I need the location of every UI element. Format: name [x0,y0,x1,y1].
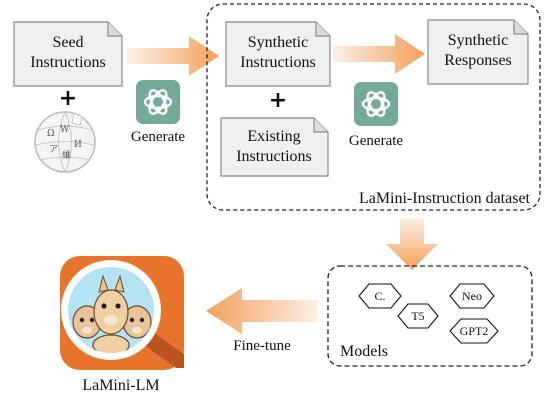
svg-text:Ω: Ω [47,129,54,139]
existing-instructions-line-1: Existing [247,128,300,145]
arrow-models-to-lamini [206,288,318,334]
seed-line-1: Seed [52,34,83,51]
synthetic-instructions-line-2: Instructions [240,54,316,71]
model-hex-neo: Neo [449,283,495,309]
existing-instructions-line-2: Instructions [236,148,312,165]
model-label-gpt2: GPT2 [460,324,489,338]
dataset-caption: LaMini-Instruction dataset [359,190,531,207]
generate-label-middle: Generate [349,133,403,149]
model-hex-gpt2: GPT2 [449,318,499,344]
seed-instructions-doc: Seed Instructions [13,21,123,87]
arrow-seed-to-synthetic [127,36,219,76]
models-region [327,265,533,367]
model-hex-t5: T5 [397,303,439,329]
lamini-lm-label: LaMini-LM [82,377,159,394]
arrow-dataset-to-models [386,218,438,270]
plus-left: + [59,86,77,111]
synthetic-instructions-line-1: Synthetic [248,34,308,51]
model-label-c: C. [374,289,385,303]
openai-logo-icon-left [136,80,180,124]
model-label-neo: Neo [462,289,482,303]
synthetic-responses-line-2: Responses [444,52,512,69]
model-label-t5: T5 [411,309,424,323]
plus-middle: + [269,88,287,113]
existing-instructions-doc: Existing Instructions [220,117,329,177]
wikipedia-globe-icon: Ω W И ア 維 [34,111,96,173]
generate-label-left: Generate [131,129,185,145]
fine-tune-label: Fine-tune [233,338,291,354]
arrow-synthetic-to-responses [333,34,425,74]
dataset-region [206,3,541,211]
synthetic-instructions-doc: Synthetic Instructions [225,21,331,87]
synthetic-responses-doc: Synthetic Responses [427,19,529,85]
svg-text:ア: ア [49,145,58,155]
lamini-alpaca-magnifier-icon [60,256,184,370]
openai-logo-icon-middle [354,82,398,126]
svg-text:維: 維 [62,149,71,161]
svg-text:W: W [60,125,70,135]
seed-line-2: Instructions [30,54,106,71]
synthetic-responses-line-1: Synthetic [448,32,508,49]
model-hex-c: C. [358,283,402,309]
models-title: Models [340,343,388,360]
svg-text:И: И [74,140,82,150]
